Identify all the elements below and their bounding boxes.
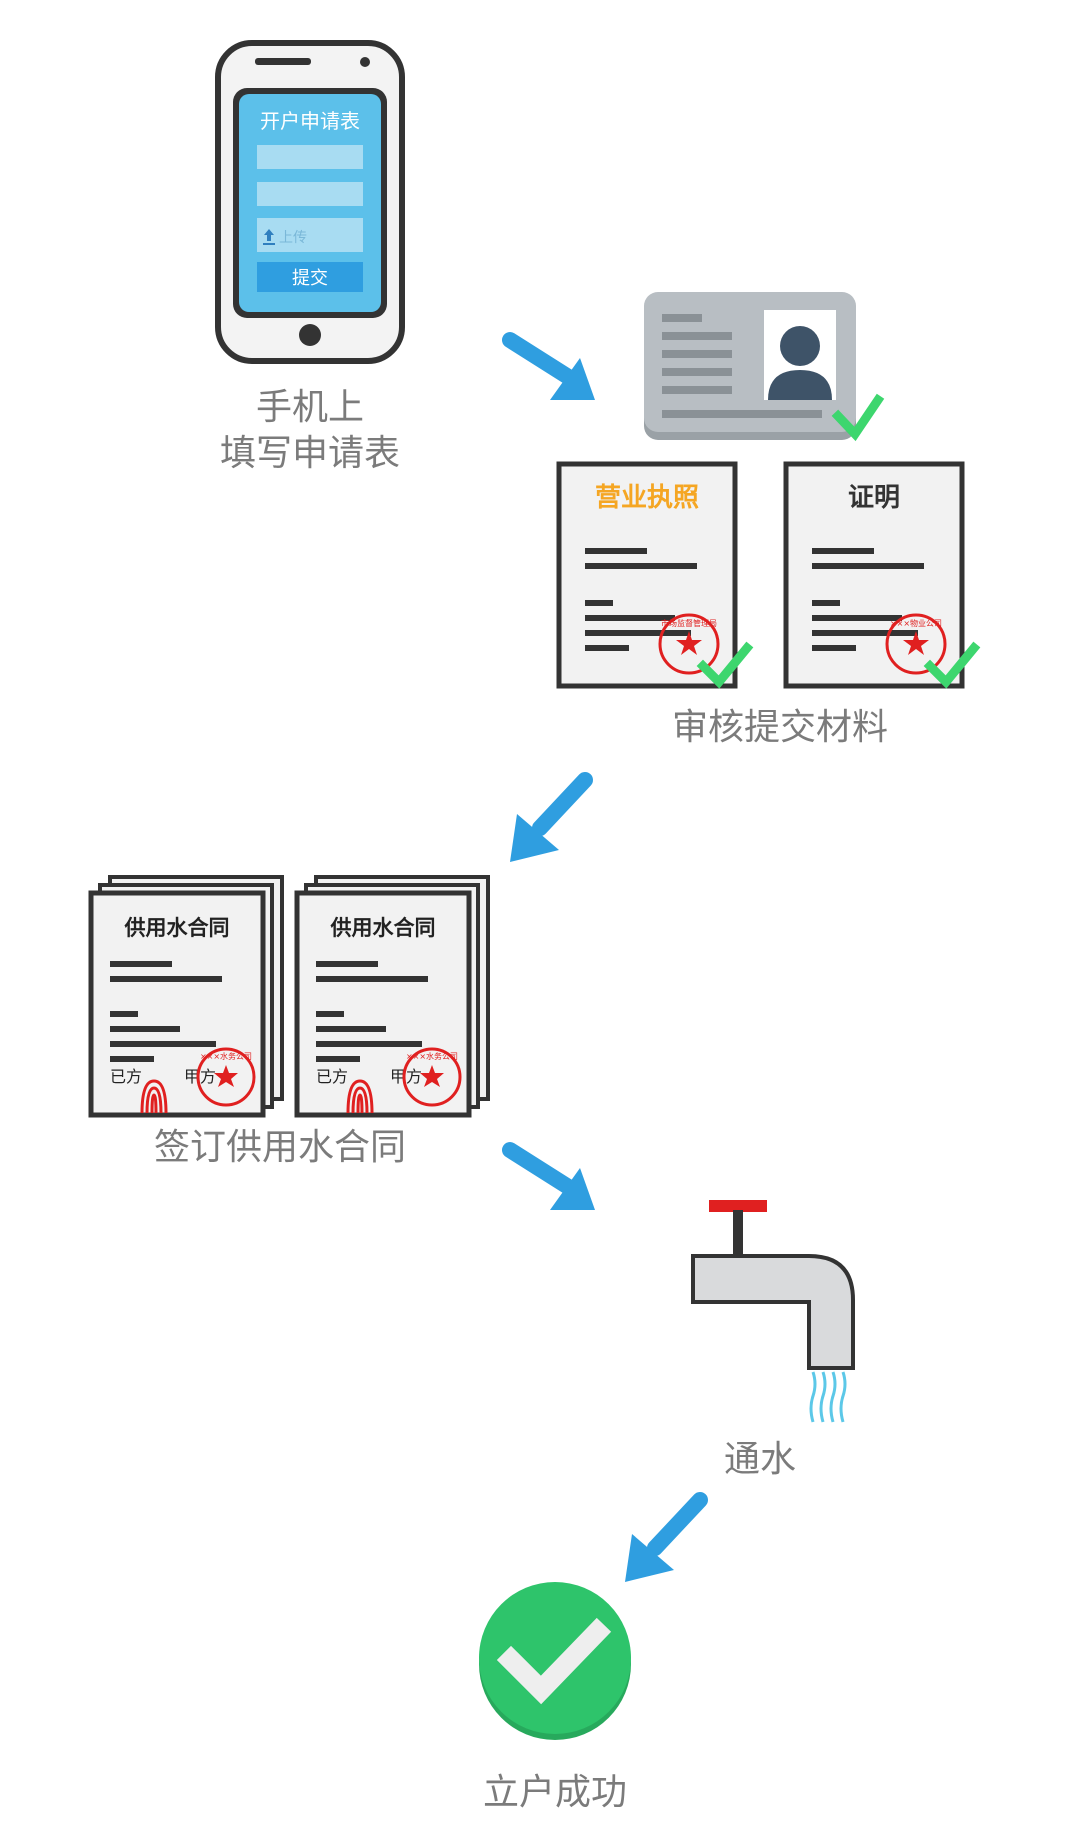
fingerprint-icon	[346, 1079, 374, 1114]
step-label-line1: 手机上	[255, 387, 364, 428]
certificate-title: 证明	[848, 483, 900, 513]
stamp-icon: ×××物业公司	[885, 613, 947, 675]
contract-icon: 供用水合同 已方 甲方 ×××水务公司	[88, 875, 284, 1118]
stamp-icon: 市场监督管理局	[658, 613, 720, 675]
arrow-icon	[625, 1492, 708, 1582]
success-check-icon	[479, 1582, 631, 1740]
upload-label: 上传	[279, 230, 307, 246]
upload-icon	[263, 229, 275, 245]
party-b-label: 已方	[316, 1067, 348, 1086]
step-label-contract: 签订供用水合同	[153, 1127, 406, 1168]
certificate-stamp-text: ×××物业公司	[890, 618, 942, 628]
checkmark-icon	[923, 641, 981, 689]
checkmark-icon	[831, 393, 885, 442]
arrow-icon	[502, 332, 595, 400]
fingerprint-icon	[140, 1079, 168, 1114]
arrow-icon	[510, 772, 593, 862]
step-label-review: 审核提交材料	[671, 707, 888, 748]
party-a-label: 甲方	[184, 1067, 216, 1086]
step-label-water-on: 通水	[723, 1439, 796, 1480]
certificate-icon: 证明 ×××物业公司	[783, 461, 981, 689]
contract-title: 供用水合同	[124, 916, 230, 940]
faucet-icon	[691, 1200, 855, 1423]
step-label-success: 立户成功	[482, 1772, 627, 1813]
arrow-icon	[502, 1142, 595, 1210]
submit-button: 提交	[292, 268, 328, 289]
contract-icon: 供用水合同 已方 甲方 ×××水务公司	[294, 875, 490, 1118]
stamp-icon: ×××水务公司	[196, 1047, 256, 1107]
step-label-fill-form: 手机上 填写申请表	[190, 385, 430, 477]
party-a-label: 甲方	[390, 1067, 422, 1086]
stamp-icon: ×××水务公司	[402, 1047, 462, 1107]
contract-title: 供用水合同	[330, 916, 436, 940]
contract-stamp-text: ×××水务公司	[406, 1051, 458, 1061]
license-title: 营业执照	[595, 483, 699, 513]
contract-stamp-text: ×××水务公司	[200, 1051, 252, 1061]
phone-form-title: 开户申请表	[260, 109, 360, 133]
license-icon: 营业执照 市场监督管理局	[556, 461, 754, 689]
party-b-label: 已方	[110, 1067, 142, 1086]
license-stamp-text: 市场监督管理局	[661, 618, 717, 628]
phone-icon: 开户申请表 上传 提交	[215, 40, 405, 364]
step-label-line2: 填写申请表	[219, 433, 400, 474]
id-card-icon	[644, 292, 885, 442]
checkmark-icon	[696, 641, 754, 689]
